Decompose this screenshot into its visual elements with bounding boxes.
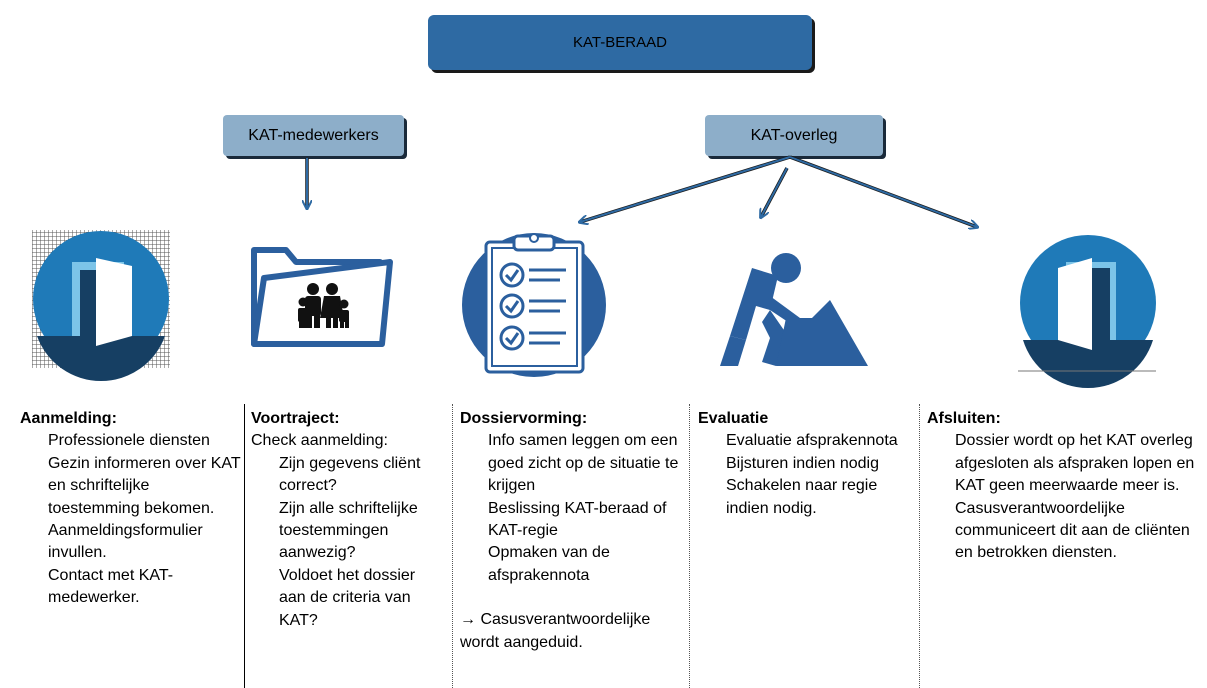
column-aanmelding: Aanmelding: Professionele diensten Gezin… — [20, 408, 242, 610]
column-divider — [689, 404, 690, 688]
list-item: Professionele diensten — [48, 432, 210, 450]
column-title: Aanmelding: — [20, 410, 117, 427]
kat-overleg-label: KAT-overleg — [750, 126, 838, 144]
list-item: Zijn gegevens cliënt correct? — [279, 454, 421, 495]
kat-medewerkers-box: KAT-medewerkers — [223, 115, 404, 156]
column-intro: Check aanmelding: — [251, 432, 388, 450]
column-note: → Casusverantwoordelijke wordt aangeduid… — [460, 611, 651, 651]
list-item: Voldoet het dossier aan de criteria van … — [279, 566, 416, 629]
list-item: Zijn alle schriftelijke toestemmingen aa… — [279, 499, 418, 562]
family-folder-icon — [251, 247, 393, 347]
kat-overleg-box: KAT-overleg — [705, 115, 883, 156]
door-out-icon — [1018, 235, 1156, 389]
arrow-overleg-dossiervorming — [580, 155, 791, 222]
kat-beraad-label: KAT-BERAAD — [573, 34, 667, 51]
column-divider — [919, 404, 920, 688]
column-evaluatie: Evaluatie Evaluatie afsprakennota Bijstu… — [698, 408, 912, 520]
list-item: Opmaken van de afsprakennota — [488, 544, 610, 584]
list-item: Evaluatie afsprakennota — [726, 432, 898, 450]
column-title: Voortraject: — [251, 410, 340, 427]
list-item: Casusverantwoordelijke communiceert dit … — [955, 499, 1190, 562]
kat-beraad-box: KAT-BERAAD — [428, 15, 812, 70]
arrow-overleg-evaluatie — [761, 167, 789, 217]
diagram-graphics — [32, 155, 1156, 389]
checklist-clipboard-icon — [462, 233, 606, 377]
list-item: Gezin informeren over KAT en schriftelij… — [48, 454, 241, 517]
column-divider — [452, 404, 453, 688]
column-afsluiten: Afsluiten: Dossier wordt op het KAT over… — [927, 408, 1205, 565]
list-item: Dossier wordt op het KAT overleg afgeslo… — [955, 432, 1195, 495]
door-in-icon — [32, 230, 170, 382]
arrow-overleg-afsluiten — [789, 155, 977, 227]
list-item: Aanmeldingsformulier invullen. — [48, 522, 203, 562]
list-item: Contact met KAT-medewerker. — [48, 566, 174, 607]
list-item: Bijsturen indien nodig — [726, 454, 879, 472]
worker-digging-icon — [720, 253, 868, 366]
list-item: Schakelen naar regie indien nodig. — [726, 477, 878, 517]
column-divider — [244, 404, 245, 688]
kat-medewerkers-label: KAT-medewerkers — [248, 126, 379, 144]
column-title: Evaluatie — [698, 410, 769, 427]
list-item: Info samen leggen om een goed zicht op d… — [488, 432, 679, 495]
column-dossiervorming: Dossiervorming: Info samen leggen om een… — [460, 408, 682, 654]
column-voortraject: Voortraject: Check aanmelding: Zijn gege… — [251, 408, 441, 632]
list-item: Beslissing KAT-beraad of KAT-regie — [488, 499, 667, 540]
column-title: Dossiervorming: — [460, 410, 588, 427]
column-title: Afsluiten: — [927, 410, 1001, 427]
